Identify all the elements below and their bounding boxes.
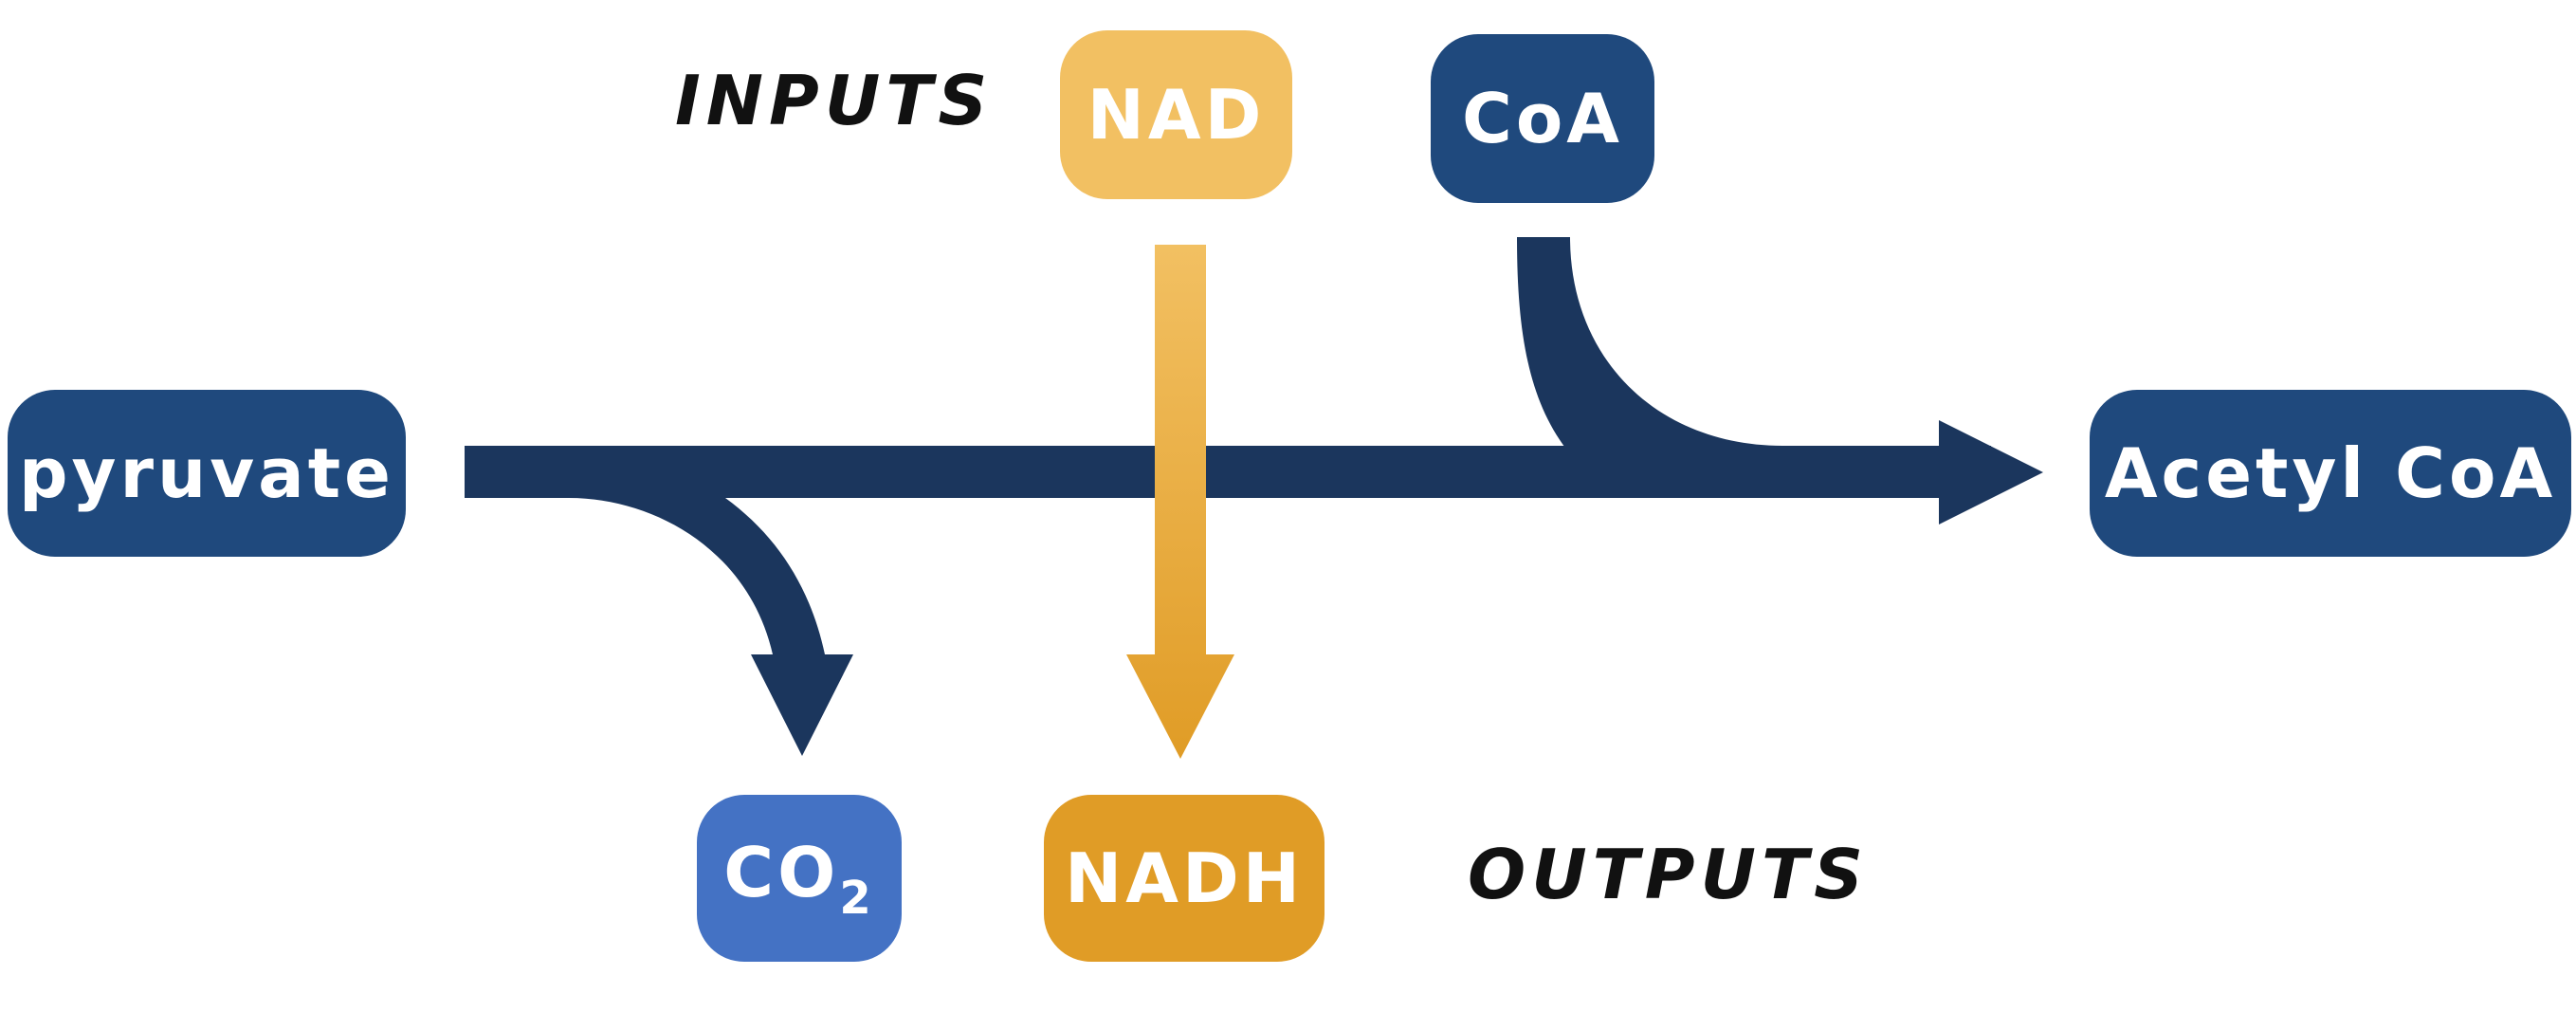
nadh-box: NADH: [1044, 795, 1325, 962]
co2-box: CO2: [697, 795, 902, 962]
co2-base-text: CO: [723, 832, 840, 912]
nad-box: NAD: [1060, 30, 1292, 199]
nad-to-nadh-arrow: [1126, 245, 1234, 759]
pyruvate-box: pyruvate: [8, 390, 406, 557]
co2-branch-arrow: [569, 498, 853, 756]
nad-text: NAD: [1087, 75, 1266, 155]
coa-to-main-curve-arrow: [1517, 237, 1991, 498]
inputs-label: INPUTS: [675, 61, 994, 140]
coa-text: CoA: [1461, 79, 1624, 158]
pyruvate-text: pyruvate: [18, 433, 394, 513]
acetyl-coa-text: Acetyl CoA: [2104, 433, 2557, 513]
co2-subscript: 2: [839, 871, 875, 925]
main-arrow-pyruvate-to-acetyl-coa: [465, 420, 2043, 524]
outputs-label: OUTPUTS: [1468, 835, 1869, 914]
acetyl-coa-box: Acetyl CoA: [2090, 390, 2571, 557]
nadh-text: NADH: [1064, 838, 1304, 918]
co2-text: CO2: [723, 833, 874, 925]
coa-box: CoA: [1431, 34, 1654, 203]
